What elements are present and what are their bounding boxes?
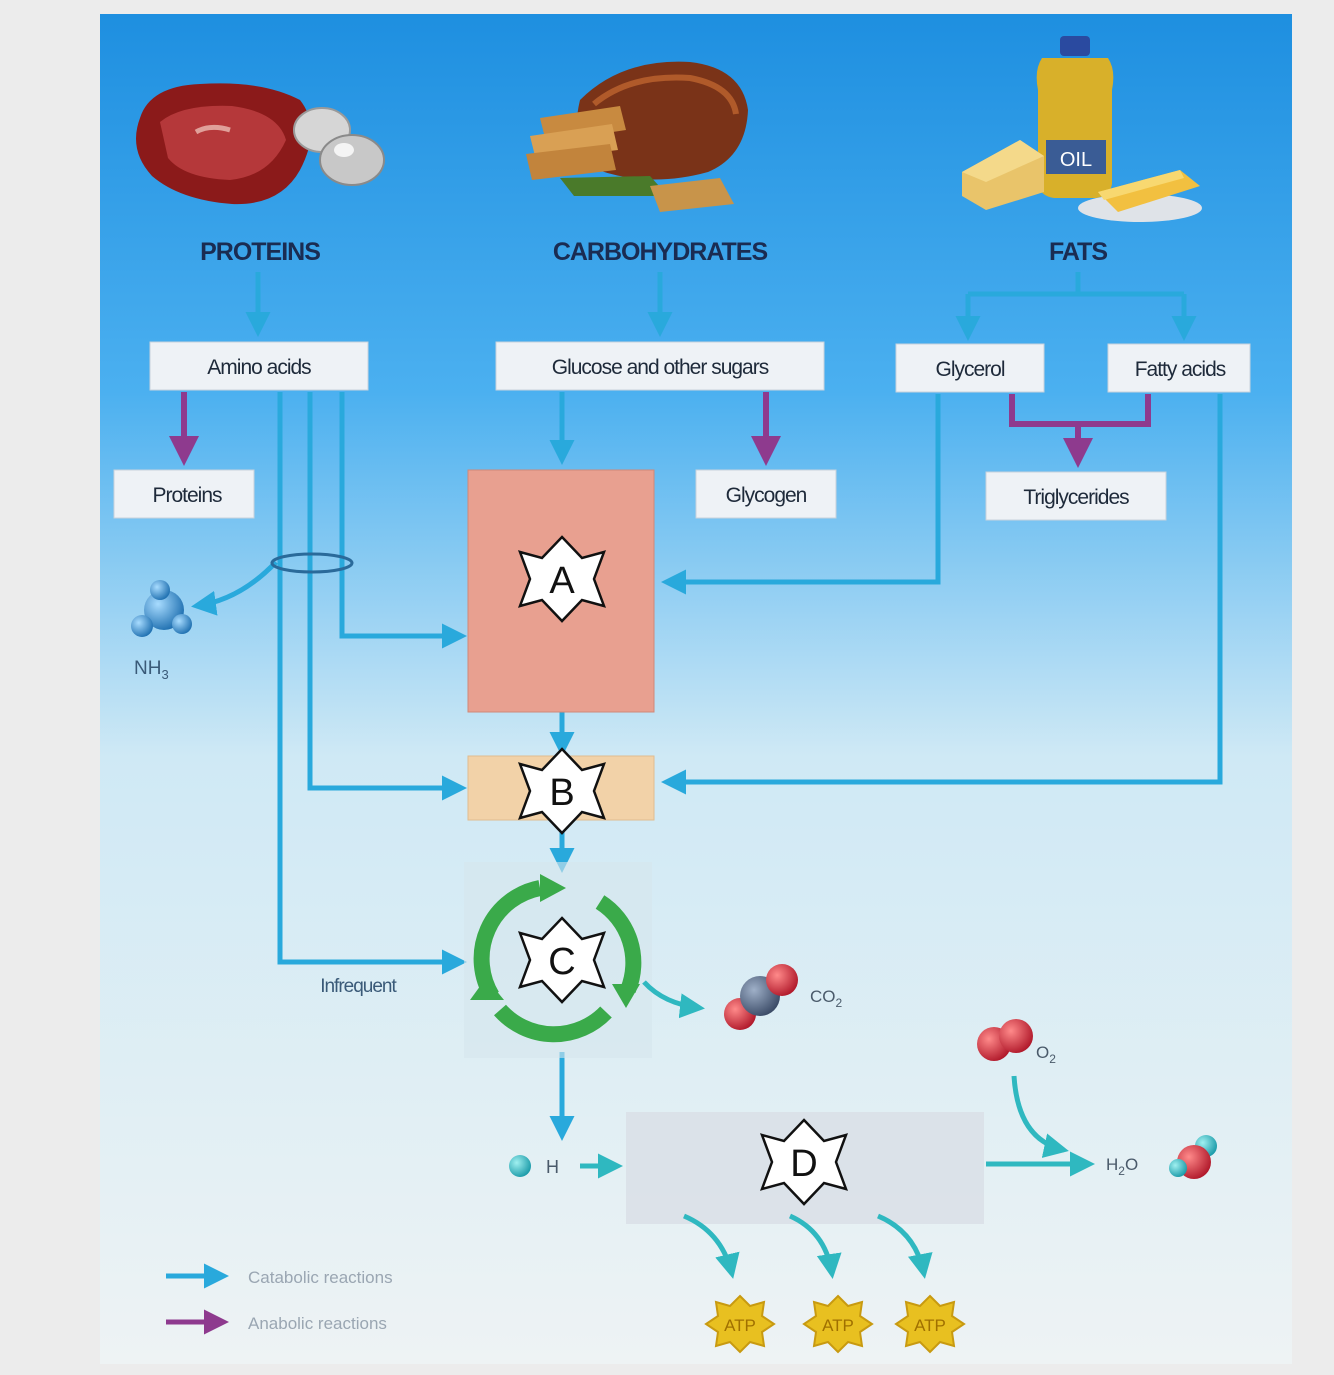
stage-b-star [517,747,607,835]
h2o-molecule-icon [1169,1135,1217,1179]
proteins-label: Proteins [152,484,222,507]
stage-a-label: A [549,560,575,602]
glycogen-box: Glycogen [695,469,837,519]
meat-and-eggs-image [136,83,385,205]
glycerol-box: Glycerol [895,343,1045,393]
stage-d-star [759,1118,849,1206]
amino-acids-label: Amino acids [207,356,311,379]
amino-acids-box: Amino acids [149,341,369,391]
co2-arrow [642,980,705,1019]
cycle-ring [473,880,642,1043]
oil-cheese-butter-image: OIL [962,36,1202,222]
h2o-label: H2O [1106,1155,1138,1178]
stage-a: A [467,469,655,713]
atp-label-2: ATP [822,1316,854,1335]
glucose-label: Glucose and other sugars [552,356,769,379]
hydrogen-label: H [546,1157,559,1177]
stage-d: D [626,1112,984,1224]
stage-c: C [464,862,652,1058]
triglycerides-box: Triglycerides [985,471,1167,521]
nh3-molecule-icon [131,580,192,637]
fats-heading: FATS [1049,238,1107,266]
triglycerides-label: Triglycerides [1023,486,1129,509]
carbohydrates-heading: CARBOHYDRATES [553,238,768,266]
o2-molecule-icon [977,1019,1033,1061]
atp-arrows [683,1213,933,1279]
co2-label: CO2 [810,987,843,1010]
atp-label-3: ATP [914,1316,946,1335]
fatty-acids-label: Fatty acids [1135,358,1226,381]
atp-burst-1: ATP [704,1294,776,1354]
co2-molecule-icon [724,964,798,1030]
bread-image [526,61,748,212]
atp-label-1: ATP [724,1316,756,1335]
glycogen-label: Glycogen [726,484,807,507]
stage-c-star [517,916,607,1004]
oil-label: OIL [1060,149,1092,171]
o2-arrow [1011,1075,1069,1158]
stage-d-label: D [790,1143,817,1185]
stage-c-label: C [548,941,575,983]
glycerol-label: Glycerol [935,358,1004,381]
atp-burst-3: ATP [894,1294,966,1354]
proteins-heading: PROTEINS [200,238,320,266]
atp-burst-2: ATP [802,1294,874,1354]
stage-b: B [467,747,655,835]
legend: Catabolic reactions Anabolic reactions [166,1263,393,1335]
anabolic-arrows [169,392,1151,468]
glucose-box: Glucose and other sugars [495,341,825,391]
fatty-acids-box: Fatty acids [1107,343,1251,393]
proteins-box: Proteins [113,469,255,519]
catabolic-arrows [191,272,1223,1141]
legend-anabolic-label: Anabolic reactions [248,1314,387,1333]
hydrogen-atom-icon [509,1155,531,1177]
deamination-ring [270,552,354,574]
legend-catabolic-label: Catabolic reactions [248,1268,393,1287]
infrequent-label: Infrequent [320,976,397,997]
stage-b-label: B [549,772,574,814]
stage-a-star [517,535,607,623]
